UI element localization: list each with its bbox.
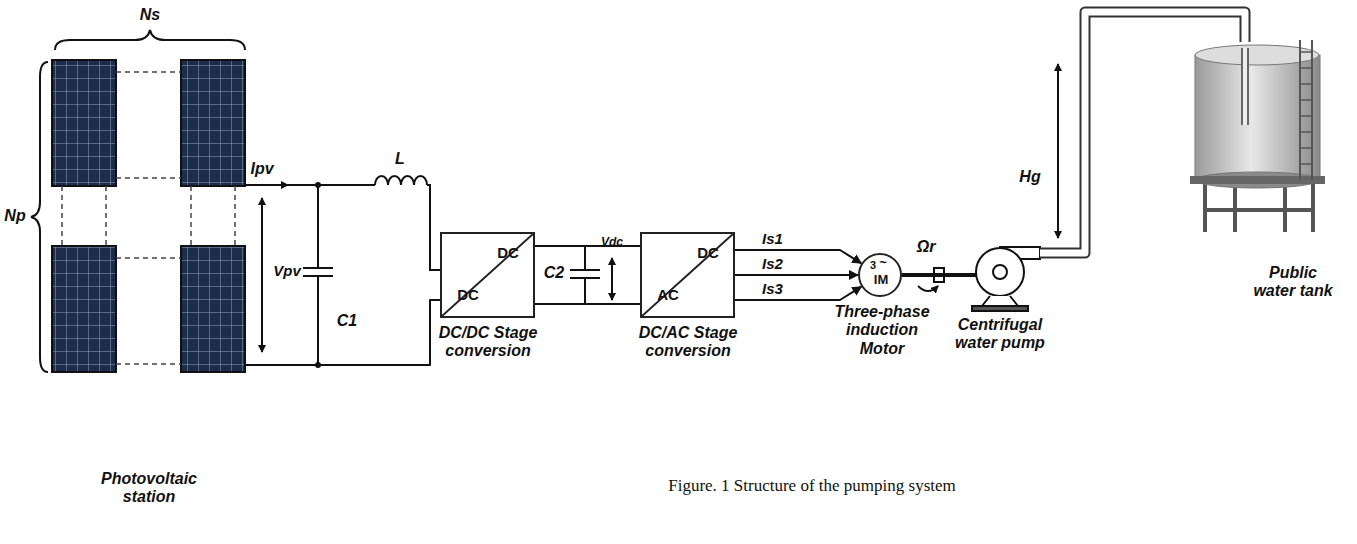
symbol-label: C2 <box>544 264 564 282</box>
wire <box>735 287 861 300</box>
wire <box>245 300 440 365</box>
figure-caption: Figure. 1 Structure of the pumping syste… <box>668 476 956 496</box>
symbol-label: Ωr <box>917 238 936 256</box>
current-label: Is1 <box>762 230 783 247</box>
symbol-label: Np <box>4 207 25 225</box>
symbol-label: Vpv <box>273 262 301 279</box>
head-arrow <box>1057 64 1059 238</box>
induction-motor: 3~IMThree-phase induction Motor <box>858 253 902 297</box>
converter-diagonal <box>442 234 533 316</box>
node-label: DC/AC Stage conversion <box>618 324 758 361</box>
converter-diagonal <box>642 234 733 316</box>
dc-link <box>535 246 640 304</box>
node-symbol-text: ~ <box>879 256 887 271</box>
node-symbol-text: DC <box>457 286 479 303</box>
symbol-label: Hg <box>1019 168 1040 186</box>
dcac-inverter: DCACDC/AC Stage conversion <box>640 232 735 318</box>
current-label: Is2 <box>762 255 783 272</box>
current-label: Is3 <box>762 280 783 297</box>
node-label: DC/DC Stage conversion <box>418 324 558 361</box>
node-label: Three-phase induction Motor <box>822 303 942 358</box>
node-label: Centrifugal water pump <box>945 316 1055 353</box>
np-brace <box>31 62 48 372</box>
symbol-label: L <box>395 150 405 168</box>
water-pipe <box>1040 12 1245 253</box>
node-symbol-text: DC <box>497 244 519 261</box>
node-symbol-text: 3 <box>870 259 876 272</box>
node-label: Photovoltaic station <box>89 470 209 507</box>
node-label: Public water tank <box>1247 264 1339 301</box>
symbol-label: Ns <box>140 6 160 24</box>
node-symbol-text: AC <box>657 286 679 303</box>
water-tank: Public water tank <box>1185 42 1330 235</box>
water-tank <box>1190 40 1325 232</box>
pump-body <box>955 247 1040 311</box>
rotation-arrow <box>918 286 938 291</box>
ns-brace <box>55 30 245 50</box>
symbol-label: Ipv <box>250 160 273 178</box>
node-symbol-text: DC <box>697 244 719 261</box>
input-filter <box>245 176 440 365</box>
centrifugal-pump: Centrifugal water pump <box>955 240 1040 312</box>
motor-shaft <box>902 275 955 276</box>
symbol-label: Vdc <box>601 236 623 250</box>
dcdc-converter: DCDCDC/DC Stage conversion <box>440 232 535 318</box>
wire <box>535 246 640 247</box>
symbol-label: C1 <box>337 312 357 330</box>
wire <box>735 275 858 276</box>
node-symbol-text: IM <box>874 273 888 288</box>
wire <box>735 250 861 263</box>
pv-array: Photovoltaic station <box>50 58 248 374</box>
pv-panels <box>52 60 245 372</box>
